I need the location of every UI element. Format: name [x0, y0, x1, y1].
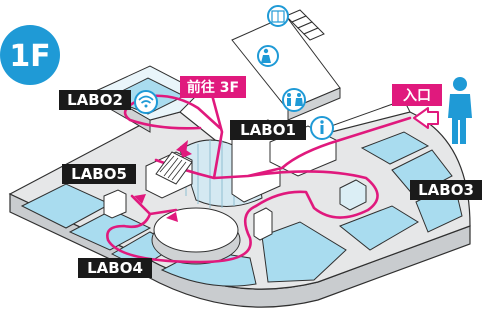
information-icon [310, 116, 334, 140]
wifi-icon [134, 90, 158, 114]
circular-lab-top [153, 207, 239, 253]
visitor-person-icon [448, 77, 472, 144]
labo4-label: LABO4 [87, 259, 143, 277]
stairs-to-3f-tag: 前往 3F [180, 76, 246, 98]
mothers-room-icon [257, 45, 279, 67]
route-line [106, 78, 412, 264]
labo3-tag: LABO3 [410, 180, 482, 200]
stairs-icon [285, 9, 325, 41]
floor-label: 1F [9, 39, 50, 74]
elevator-icon [267, 5, 289, 27]
route-arrow-down [166, 212, 178, 222]
block-small-2 [253, 207, 273, 241]
labo5-label: LABO5 [71, 165, 127, 183]
corridor-side [287, 87, 341, 121]
labo5-tag: LABO5 [62, 164, 136, 184]
route-arrow-left [134, 194, 146, 204]
entrance-tag: 入口 [392, 84, 442, 106]
labo1-label: LABO1 [240, 121, 296, 139]
room-right-1 [360, 131, 430, 165]
labo2-label: LABO2 [67, 91, 123, 109]
escalator-icon [155, 140, 193, 185]
upper-corridor [231, 9, 341, 121]
labo2-tag: LABO2 [59, 90, 131, 110]
restroom-icon [282, 88, 306, 112]
entrance-label: 入口 [403, 88, 431, 104]
labo3-label: LABO3 [418, 181, 474, 199]
atrium [179, 119, 281, 208]
circular-lab [151, 207, 241, 265]
stairs-to-3f-label: 前往 3F [187, 79, 239, 96]
room-bottom-2 [261, 221, 347, 283]
block-right-box [339, 179, 367, 211]
floor-badge: 1F [0, 25, 60, 85]
room-right-2 [391, 149, 453, 197]
block-small-1 [103, 189, 127, 219]
entrance-arrow-icon [413, 107, 439, 129]
labo4-tag: LABO4 [78, 258, 152, 278]
room-bottom-3 [339, 205, 419, 251]
labo1-tag: LABO1 [230, 120, 306, 140]
